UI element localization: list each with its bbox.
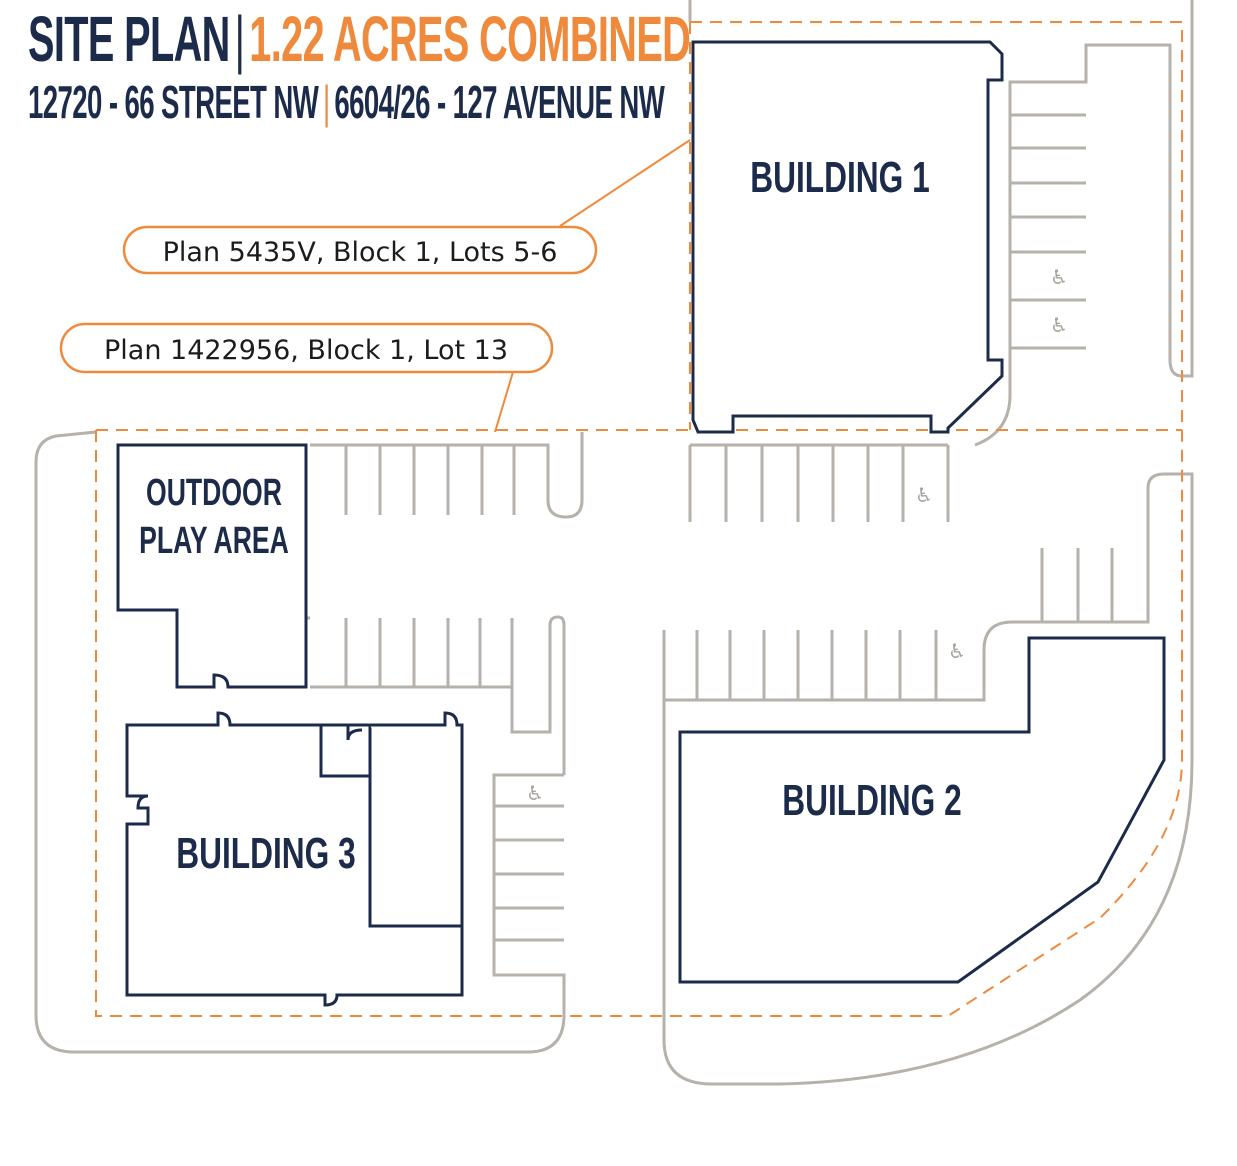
curbs-and-parking bbox=[34, 0, 1194, 1086]
play-area-label-line2: PLAY AREA bbox=[139, 518, 289, 561]
lot-label-pill-13 bbox=[59, 322, 554, 374]
east-parking-stalls-south bbox=[1040, 548, 1114, 622]
accessible-parking-icons: ♿ ♿ ♿ ♿ ♿ bbox=[526, 265, 1068, 805]
building-3-vestibule bbox=[319, 723, 372, 778]
building-3-east-wing bbox=[370, 711, 464, 926]
address-separator: | bbox=[322, 76, 330, 128]
title-separator: | bbox=[234, 3, 245, 75]
west-parking-bottom-stalls bbox=[344, 618, 514, 687]
lot-label-pill-5-6 bbox=[122, 225, 598, 275]
lot-label-13: Plan 1422956, Block 1, Lot 13 bbox=[104, 335, 508, 366]
building-labels: BUILDING 1 BUILDING 2 BUILDING 3 OUTDOOR… bbox=[139, 153, 962, 878]
north-parking-stalls bbox=[688, 443, 950, 522]
accessible-parking-icon: ♿ bbox=[1050, 313, 1068, 337]
building-2-outline bbox=[678, 636, 1166, 984]
building-1-label: BUILDING 1 bbox=[750, 153, 929, 202]
building-2-label: BUILDING 2 bbox=[782, 776, 961, 825]
lot-13-boundary bbox=[95, 430, 1183, 1017]
lot-label-5-6: Plan 5435V, Block 1, Lots 5-6 bbox=[163, 237, 558, 268]
title-acreage: 1.22 ACRES COMBINED bbox=[249, 3, 691, 75]
west-parking-top-stalls bbox=[344, 445, 516, 515]
accessible-parking-icon: ♿ bbox=[1050, 265, 1068, 289]
leader-line-lot-5-6 bbox=[559, 139, 691, 227]
building-3-outline bbox=[125, 711, 464, 1007]
site-address: 12720 - 66 STREET NW|6604/26 - 127 AVENU… bbox=[28, 74, 665, 130]
address-avenue: 6604/26 - 127 AVENUE NW bbox=[334, 76, 665, 128]
lot-5-6-boundary-top bbox=[690, 21, 1183, 430]
property-lines bbox=[95, 21, 1183, 1017]
address-street: 12720 - 66 STREET NW bbox=[28, 76, 319, 128]
play-area-label-line1: OUTDOOR bbox=[146, 470, 282, 513]
accessible-parking-icon: ♿ bbox=[915, 483, 933, 507]
building-1-outline bbox=[691, 40, 1004, 434]
leader-lines bbox=[494, 139, 691, 433]
outdoor-play-area-outline bbox=[116, 443, 308, 689]
accessible-parking-icon: ♿ bbox=[526, 781, 544, 805]
building-3-label: BUILDING 3 bbox=[176, 829, 355, 878]
southeast-site-curb bbox=[662, 472, 1194, 1086]
leader-line-lot-13 bbox=[494, 371, 514, 433]
southwest-parking-stalls bbox=[494, 804, 564, 942]
west-site-curb bbox=[34, 430, 566, 1054]
lot-labels: Plan 5435V, Block 1, Lots 5-6 Plan 14229… bbox=[59, 225, 598, 374]
south-parking-stalls bbox=[662, 630, 938, 700]
buildings bbox=[116, 40, 1166, 1007]
west-parking-bottom-curb bbox=[310, 615, 566, 775]
west-parking-top-curb bbox=[310, 432, 584, 519]
east-parking-stalls bbox=[1010, 113, 1086, 350]
accessible-parking-icon: ♿ bbox=[948, 639, 966, 663]
title-site-plan: SITE PLAN bbox=[28, 3, 230, 75]
site-plan-title: SITE PLAN|1.22 ACRES COMBINED bbox=[28, 2, 691, 76]
